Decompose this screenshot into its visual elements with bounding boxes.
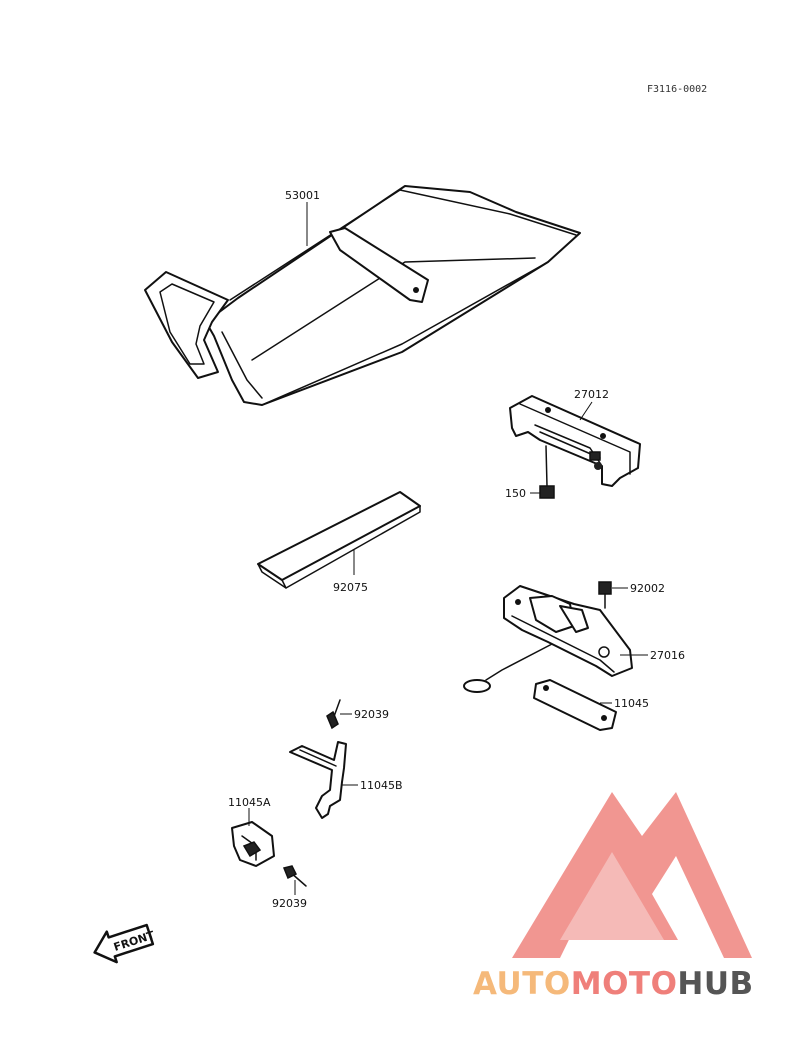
label-11045: 11045 bbox=[614, 697, 649, 710]
watermark-moto: MOTO bbox=[571, 966, 678, 1002]
label-11045b: 11045B bbox=[360, 779, 403, 792]
bolt-150 bbox=[539, 445, 555, 499]
pin-92039-lower bbox=[282, 865, 307, 887]
bracket-11045b bbox=[289, 741, 347, 819]
watermark-auto: AUTO bbox=[473, 966, 571, 1002]
watermark-hub: HUB bbox=[677, 966, 753, 1002]
label-92039-upper: 92039 bbox=[354, 708, 389, 721]
triangle-logo-icon bbox=[512, 792, 752, 958]
label-27012: 27012 bbox=[574, 388, 609, 401]
bracket-27012 bbox=[509, 395, 641, 487]
label-92002: 92002 bbox=[630, 582, 665, 595]
watermark-logo bbox=[512, 792, 752, 958]
bolt-92002 bbox=[598, 581, 612, 609]
label-27016: 27016 bbox=[650, 649, 685, 662]
label-53001: 53001 bbox=[285, 189, 320, 202]
label-92039-lower: 92039 bbox=[272, 897, 307, 910]
watermark-text: AUTOMOTOHUB bbox=[473, 966, 754, 1002]
lock-27016 bbox=[463, 585, 633, 693]
leader-27012 bbox=[579, 401, 593, 421]
pad-92075 bbox=[257, 491, 421, 589]
diagram-code: F3116-0002 bbox=[647, 84, 707, 95]
holder-11045a bbox=[231, 821, 275, 867]
label-150: 150 bbox=[505, 487, 526, 500]
label-92075: 92075 bbox=[333, 581, 368, 594]
plate-11045 bbox=[533, 679, 617, 731]
pin-92039-upper bbox=[326, 699, 341, 730]
seat-53001 bbox=[144, 185, 581, 406]
label-11045a: 11045A bbox=[228, 796, 271, 809]
svg-text:AUTOMOTOHUB: AUTOMOTOHUB bbox=[473, 966, 754, 1002]
front-arrow: FRONT bbox=[93, 923, 157, 964]
